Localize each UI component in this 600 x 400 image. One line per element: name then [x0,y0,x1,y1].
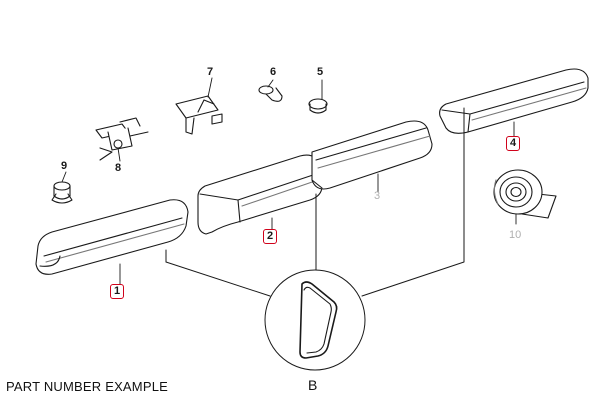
molding-strip-part-3 [311,120,433,190]
molding-strip-part-2 [197,154,323,235]
callout-1: 1 [110,284,125,299]
callout-2: 2 [263,229,278,244]
stud-part-7 [175,95,223,135]
callout-9: 9 [61,160,68,172]
tape-roll-part-10 [493,169,557,219]
grommet-part-5 [308,98,328,114]
callout-10: 10 [509,229,522,241]
clip-part-9 [51,181,73,204]
bracket-part-8 [95,117,149,161]
molding-strip-part-1 [35,199,189,275]
leader-lines [61,77,517,287]
callout-7: 7 [207,66,214,78]
callout-8: 8 [115,162,122,174]
grommet-part-6 [258,85,283,102]
section-b-profile [299,281,338,359]
callout-6: 6 [270,66,277,78]
callout-4: 4 [506,136,521,151]
callout-3: 3 [374,190,381,202]
section-b-label: B [308,377,318,393]
page-caption: PART NUMBER EXAMPLE [6,379,169,394]
molding-strip-part-4 [439,68,589,134]
callout-5: 5 [317,66,324,78]
